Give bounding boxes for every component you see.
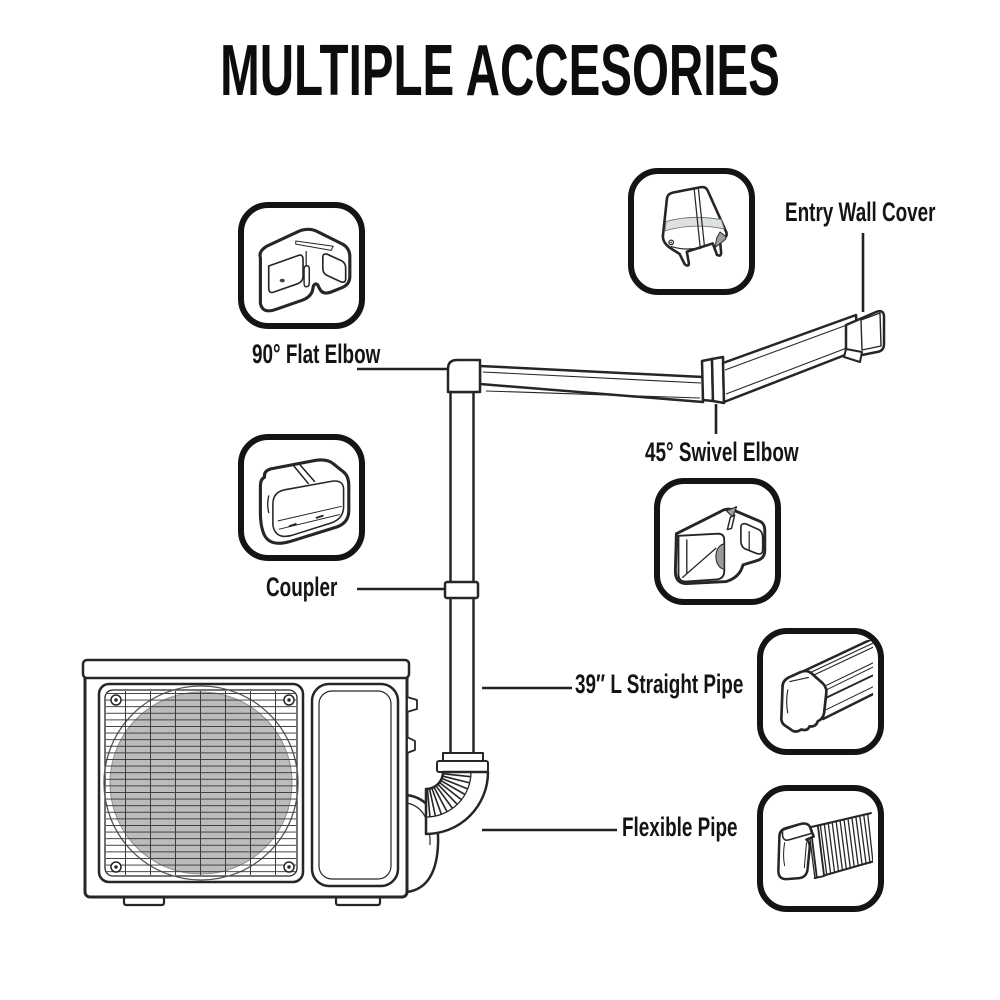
label-swivel-elbow: 45° Swivel Elbow bbox=[645, 437, 799, 467]
coupler-icon bbox=[258, 457, 350, 545]
vertical-straight-pipe bbox=[449, 390, 475, 758]
callout-box-coupler bbox=[238, 434, 365, 561]
fan-shroud-ring bbox=[103, 685, 299, 881]
flat-elbow-icon bbox=[257, 227, 351, 312]
unit-side-panel bbox=[310, 682, 400, 888]
flexible-pipe-icon bbox=[776, 811, 873, 880]
label-flat-elbow: 90° Flat Elbow bbox=[252, 339, 381, 369]
grille-screws bbox=[110, 694, 295, 873]
entry-wall-cover-icon bbox=[661, 185, 728, 267]
grille-grid bbox=[106, 691, 296, 875]
coupler-ring bbox=[443, 580, 480, 600]
swivel-elbow-icon bbox=[673, 505, 766, 585]
straight-pipe-icon bbox=[779, 639, 873, 733]
callout-box-straight-pipe bbox=[757, 628, 884, 755]
callout-box-entry-wall-cover bbox=[628, 168, 755, 295]
leader-lines bbox=[357, 233, 865, 832]
flat-elbow-joint bbox=[446, 358, 482, 394]
label-straight-pipe: 39″ L Straight Pipe bbox=[575, 669, 744, 699]
callout-box-swivel-elbow bbox=[654, 478, 781, 605]
callout-box-flexible-pipe bbox=[757, 785, 884, 912]
flexible-elbow-part bbox=[424, 770, 490, 836]
label-flexible-pipe: Flexible Pipe bbox=[622, 812, 738, 842]
label-entry-wall-cover: Entry Wall Cover bbox=[785, 197, 936, 227]
callout-box-flat-elbow bbox=[238, 202, 365, 329]
unit-top-cap bbox=[81, 658, 411, 680]
label-coupler: Coupler bbox=[266, 572, 338, 602]
page-title: MULTIPLE ACCESORIES bbox=[220, 31, 780, 111]
entry-wall-cover-part bbox=[843, 309, 886, 363]
pipe-run bbox=[424, 309, 886, 836]
outdoor-unit bbox=[81, 658, 440, 907]
